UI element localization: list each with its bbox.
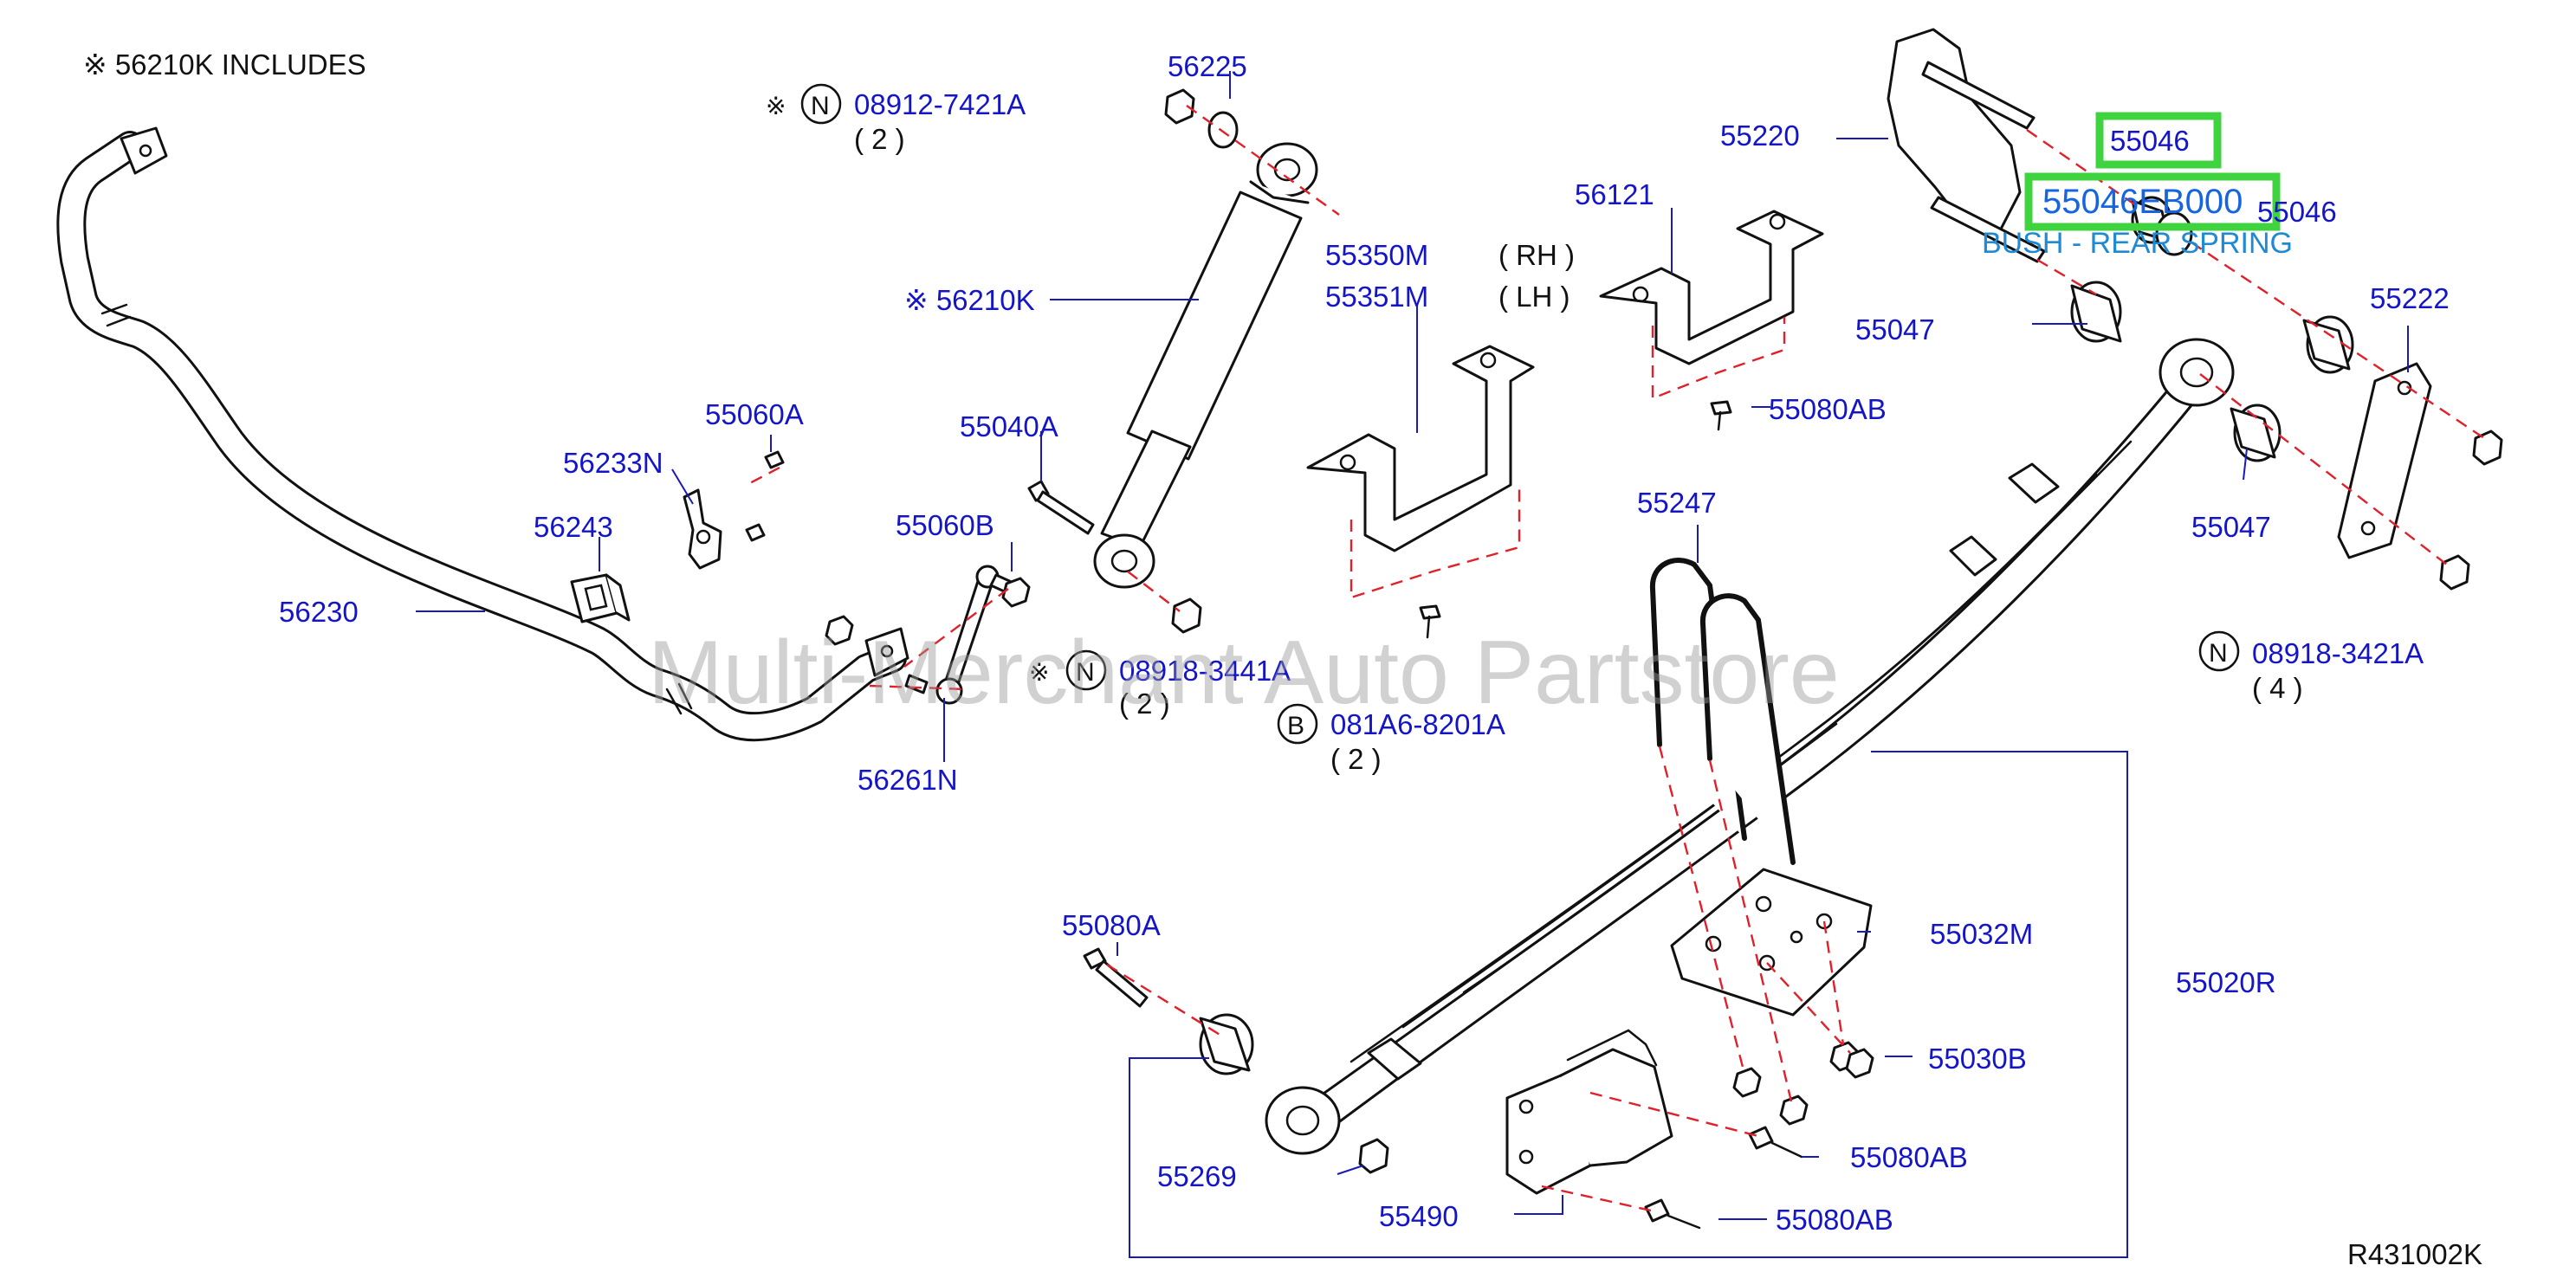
shackle-nut-lower[interactable] [2439,554,2470,591]
kome-mark-1: ※ [766,93,786,119]
label-55020r[interactable]: 55020R [2176,966,2276,998]
b-marker [1277,703,1318,745]
diagram-ref-code: R431002K [2347,1238,2482,1270]
label-lh: ( LH ) [1498,281,1570,313]
qty-08918-3421a: ( 4 ) [2252,672,2303,704]
label-56210k[interactable]: ※ 56210K [904,284,1035,316]
label-55060b[interactable]: 55060B [896,509,994,541]
n-letter-1: N [811,92,830,120]
includes-note: ※ 56210K INCLUDES [83,48,366,81]
label-56243[interactable]: 56243 [534,511,613,543]
assembly-lines [746,105,2490,1212]
hanger-bushing[interactable] [2070,281,2122,343]
stabilizer-link[interactable] [904,565,1017,705]
watermark: Multi-Merchant Auto Partstore [648,623,1840,723]
bump-stopper[interactable] [1505,1029,1673,1195]
label-56230[interactable]: 56230 [279,596,359,628]
label-08912-7421a[interactable]: 08912-7421A [854,88,1026,120]
qty-08918-3441a: ( 2 ) [1119,688,1170,720]
shock-bolt-lower[interactable] [1027,480,1095,535]
shock-absorber[interactable] [1093,142,1318,589]
stabilizer-bushing[interactable] [570,573,631,623]
shackle-nut-upper[interactable] [2472,429,2503,466]
label-56121[interactable]: 56121 [1575,178,1654,210]
label-08918-3441a[interactable]: 08918-3441A [1119,655,1291,687]
label-56225[interactable]: 56225 [1168,50,1247,82]
label-55080a[interactable]: 55080A [1062,909,1161,941]
label-56261n[interactable]: 56261N [858,764,958,796]
qty-081a6-8201a: ( 2 ) [1330,743,1382,775]
highlight-box-part-code[interactable] [2024,172,2281,231]
n-letter-2: N [1076,658,1095,687]
shock-nut-lower[interactable] [1171,597,1202,634]
label-55046[interactable]: 55046 [2257,196,2337,228]
shock-washer[interactable] [1207,111,1239,149]
highlight-box-part-number[interactable] [2095,112,2222,169]
marker-circles [800,83,2240,745]
clamp-bolts[interactable] [745,450,785,542]
front-bolt[interactable] [1083,947,1149,1008]
bolt-bottom[interactable] [1644,1198,1701,1230]
kome-mark-2: ※ [1029,659,1049,686]
shock-nut-top[interactable] [1164,88,1195,125]
bar-end-nut[interactable] [825,615,854,646]
label-55046eb000[interactable]: 55046EB000 [2042,183,2243,221]
label-55269[interactable]: 55269 [1157,1160,1237,1192]
leaf-spring[interactable] [1265,338,2235,1155]
plate-nuts[interactable] [1732,1041,1874,1126]
shackle-bushing-upper[interactable] [2302,315,2354,374]
stabilizer-bar[interactable] [56,126,909,742]
label-55222[interactable]: 55222 [2370,282,2450,314]
label-55060a[interactable]: 55060A [705,398,804,430]
shock-bracket[interactable] [1306,345,1535,552]
label-55040a[interactable]: 55040A [960,410,1058,442]
n-marker-3 [2198,630,2240,672]
label-55247[interactable]: 55247 [1637,487,1717,519]
label-081a6-8201a[interactable]: 081A6-8201A [1330,708,1505,740]
highlight-annotation[interactable] [2024,112,2281,231]
n-letter-3: N [2209,639,2228,668]
leader-lines [416,71,2409,1258]
shackle-bushing-lower[interactable] [2230,404,2282,462]
front-nut[interactable] [1358,1138,1389,1174]
label-55047-upper[interactable]: 55047 [1855,313,1935,345]
label-55080ab-bot[interactable]: 55080AB [1776,1204,1893,1236]
label-55032m[interactable]: 55032M [1930,918,2033,950]
label-55080ab-mid[interactable]: 55080AB [1850,1141,1968,1173]
label-55046-boxed[interactable]: 55046 [2110,125,2190,157]
front-bushing[interactable] [1199,1013,1254,1075]
spring-bracket[interactable] [1599,210,1824,365]
stabilizer-clamp[interactable] [683,488,722,570]
bracket-bolt-top[interactable] [1710,400,1732,431]
n-marker-1 [800,83,842,125]
label-55350m[interactable]: 55350M [1325,239,1428,271]
n-marker-2 [1065,649,1107,691]
bracket-bolt[interactable] [1419,604,1441,639]
u-bolts[interactable] [1649,558,1796,865]
label-rh: ( RH ) [1498,239,1575,271]
label-55030b[interactable]: 55030B [1928,1043,2027,1075]
spring-hanger[interactable] [1887,28,2046,263]
label-55080ab-top[interactable]: 55080AB [1769,393,1887,425]
bolt-mid[interactable] [1748,1126,1803,1159]
label-56233n[interactable]: 56233N [563,447,663,479]
qty-08912-7421a: ( 2 ) [854,123,905,155]
label-bush-rear-spring: BUSH - REAR SPRING [1982,227,2293,260]
b-letter: B [1287,712,1304,740]
label-08918-3421a[interactable]: 08918-3421A [2252,637,2424,669]
labels: ※ 56210K INCLUDES 56225 ※ N 08912-7421A … [83,48,2482,1270]
link-nut[interactable] [1001,577,1031,608]
label-55490[interactable]: 55490 [1379,1200,1459,1232]
label-55351m[interactable]: 55351M [1325,281,1428,313]
label-55047-lower[interactable]: 55047 [2191,511,2271,543]
spring-seat-plate[interactable] [1670,868,1873,1017]
label-55220[interactable]: 55220 [1720,119,1800,152]
